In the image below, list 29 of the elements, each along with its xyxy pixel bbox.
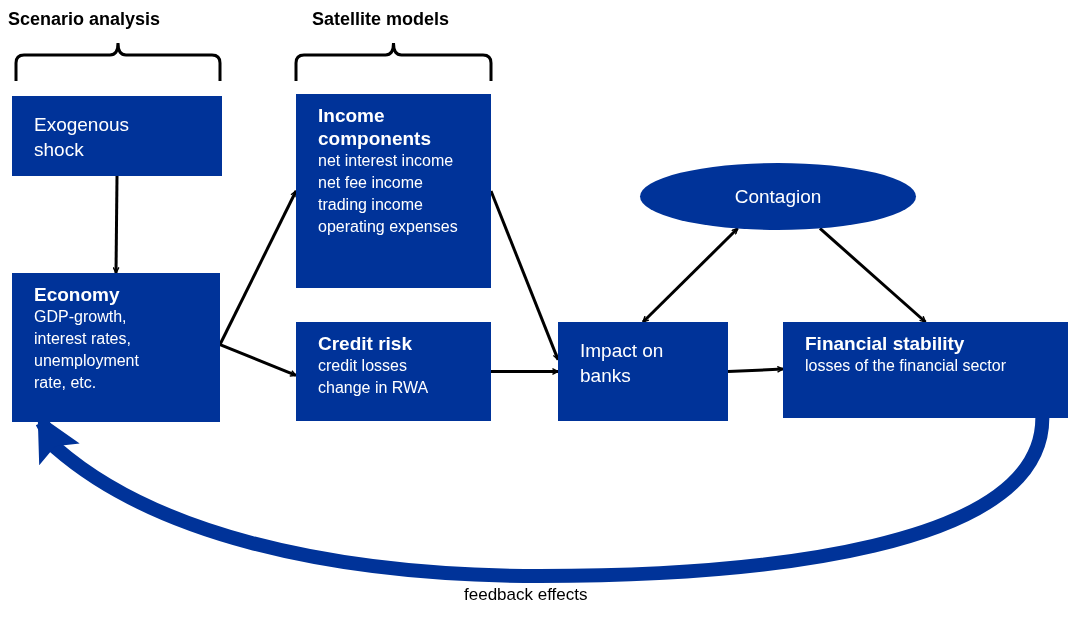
box-text: Exogenous shock: [34, 113, 131, 162]
group-heading: Satellite models: [312, 8, 450, 31]
box-heading: Financial stability: [805, 332, 966, 355]
arrow: [491, 368, 559, 375]
box-text: net interest income: [318, 151, 455, 171]
box-text: operating expenses: [318, 217, 458, 237]
group-heading: Scenario analysis: [8, 8, 161, 31]
box-text: Contagion: [734, 185, 822, 209]
box-heading: Economy: [34, 283, 121, 306]
arrow: [219, 343, 297, 377]
process-box: [296, 94, 491, 288]
arrow: [641, 227, 739, 324]
arrow: [727, 365, 784, 373]
box-text: change in RWA: [318, 378, 430, 398]
box-text: credit losses: [318, 356, 408, 376]
box-text: Impact on banks: [580, 339, 665, 388]
box-text: net fee income: [318, 173, 424, 193]
box-text: GDP-growth, interest rates, unemployment rate, etc.: [34, 307, 140, 393]
arrow: [112, 176, 120, 274]
box-heading: Credit risk: [318, 332, 413, 355]
process-box: [12, 96, 222, 176]
box-text: losses of the financial sector: [805, 356, 1007, 376]
box-text: trading income: [318, 195, 424, 215]
box-heading: Income components: [318, 104, 432, 150]
arrow: [818, 227, 927, 324]
process-box: [12, 273, 220, 422]
process-box: [558, 322, 728, 421]
process-box: [783, 322, 1068, 418]
process-box: [296, 322, 491, 421]
